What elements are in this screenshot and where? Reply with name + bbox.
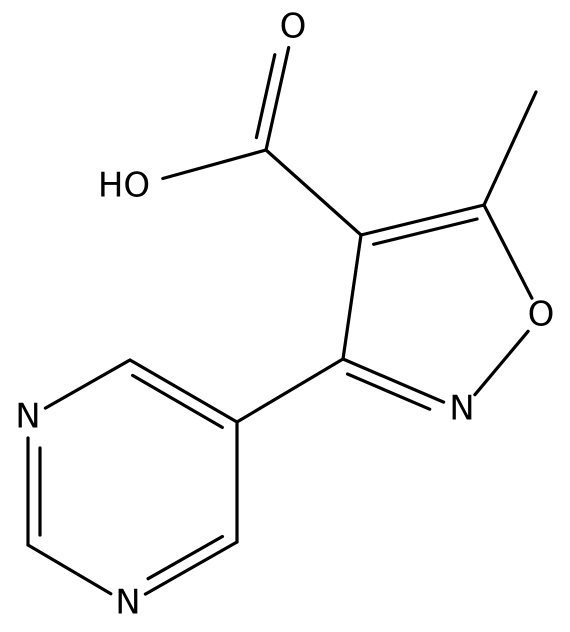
bond-c4-c5	[359, 203, 486, 237]
bond-n2-c3-second-line	[345, 372, 432, 411]
atom-label-pn1: N	[115, 583, 140, 623]
bond-o1-n2	[473, 329, 530, 397]
bond-c4-c5-second-line	[372, 217, 479, 246]
bond-c_carboxyl-o_carbonyl-second-line	[254, 53, 277, 140]
bond-n2-c3	[341, 357, 446, 404]
bond-pc5-pc4	[128, 358, 239, 424]
bond-pn1-pc6	[143, 540, 239, 596]
bond-c3-pc5	[235, 357, 345, 424]
bond-c_carboxyl-o_carbonyl	[264, 45, 291, 152]
bond-c5-o1	[482, 203, 534, 300]
bond-pc2-pn1	[26, 543, 113, 596]
atom-label-o_carbonyl: O	[280, 7, 307, 47]
bond-c_carboxyl-o_hydroxyl	[161, 148, 268, 181]
atom-label-o1: O	[528, 295, 555, 335]
bond-pc4-pn3	[43, 358, 132, 410]
bond-pc5-pc4-second-line	[131, 373, 224, 429]
bond-pn1-pc6-second-line	[146, 534, 224, 581]
bond-layer	[26, 45, 538, 596]
bond-c4-c_carboxyl	[264, 148, 363, 237]
bond-c_methyl-c5	[482, 90, 538, 207]
atom-label-o_hydroxyl: HO	[98, 166, 150, 206]
atom-label-n2: N	[449, 389, 474, 429]
atom-label-pn3: N	[15, 397, 40, 437]
atom-label-layer: O N O HO N N	[15, 7, 554, 623]
bond-c3-c4	[341, 233, 363, 361]
